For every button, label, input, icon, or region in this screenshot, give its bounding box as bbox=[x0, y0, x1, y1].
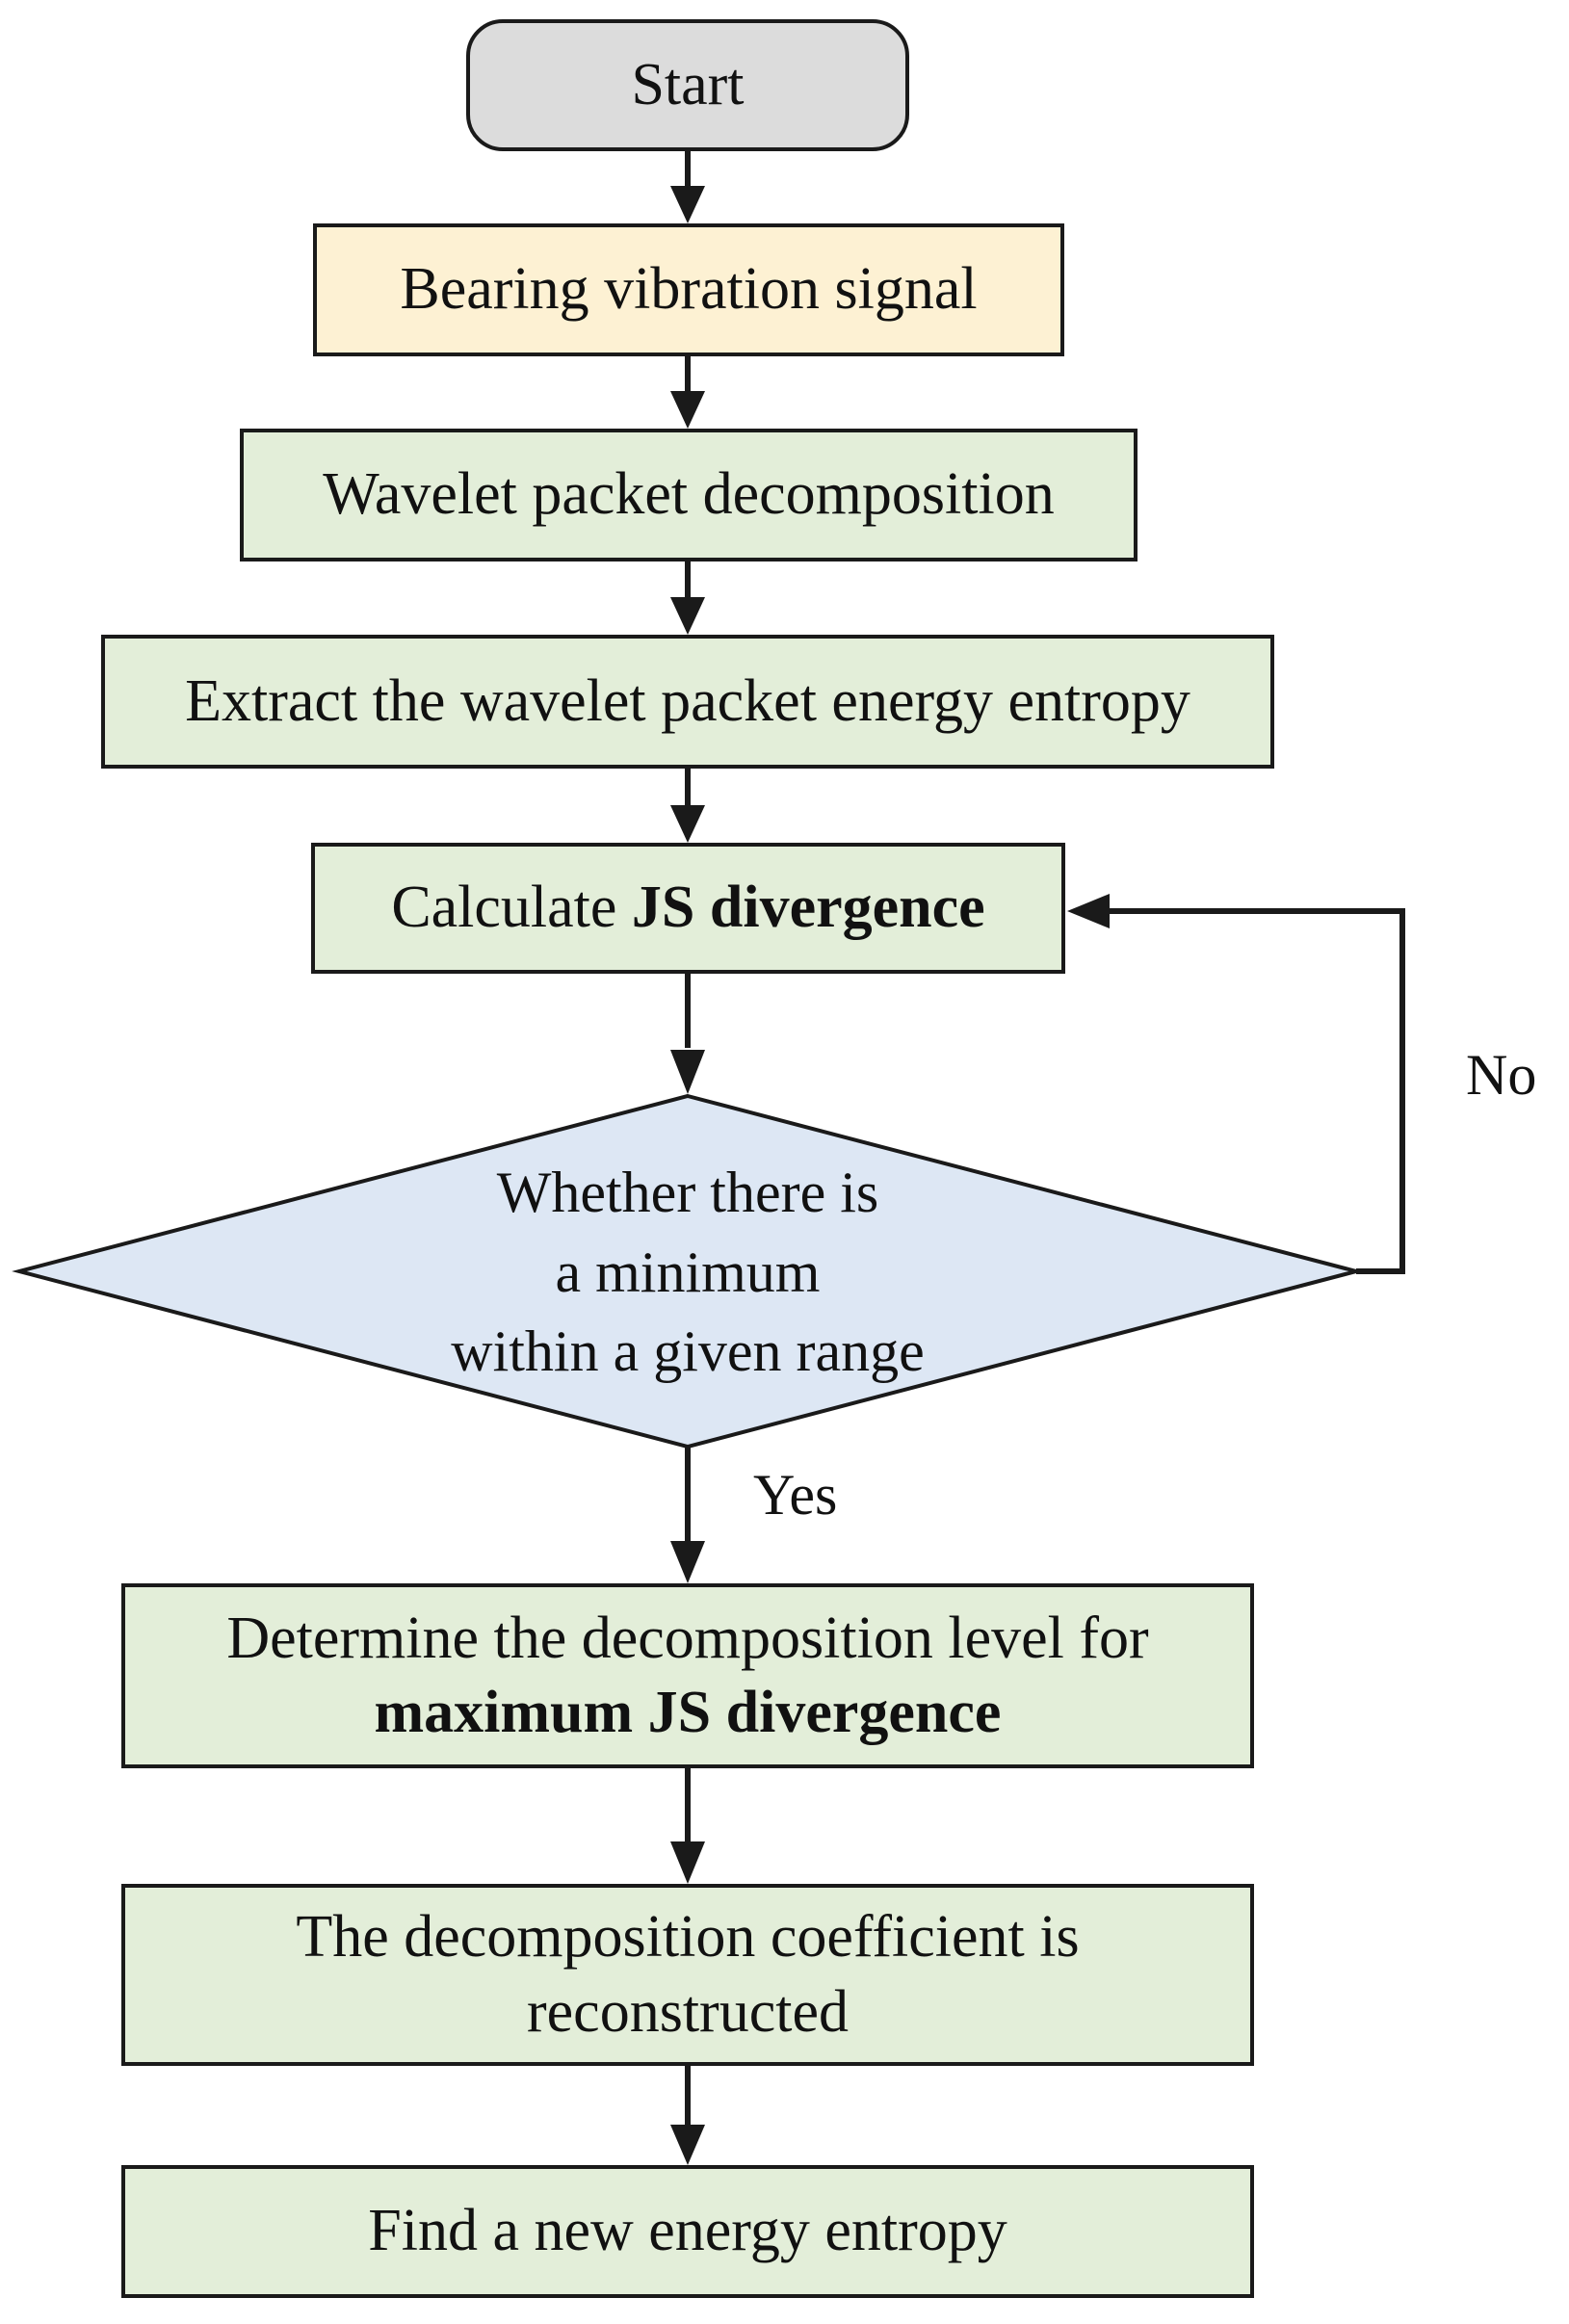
calc-label: Calculate JS divergence bbox=[391, 871, 984, 946]
start-node: Start bbox=[466, 19, 909, 151]
yes-label: Yes bbox=[753, 1463, 838, 1527]
calc-node: Calculate JS divergence bbox=[311, 843, 1065, 974]
calc-label-prefix: Calculate bbox=[391, 875, 632, 941]
calc-label-bold: JS divergence bbox=[631, 875, 985, 941]
find-label: Find a new energy entropy bbox=[368, 2198, 1007, 2264]
arrowhead-decision bbox=[670, 1050, 705, 1094]
decision-line-1: Whether there is bbox=[496, 1160, 879, 1224]
extract-label: Extract the wavelet packet energy entrop… bbox=[185, 667, 1190, 734]
reconstruct-line-2: reconstructed bbox=[527, 1978, 849, 2045]
find-node: Find a new energy entropy bbox=[121, 2165, 1254, 2298]
determine-node: Determine the decomposition level for ma… bbox=[121, 1583, 1254, 1768]
wpd-label: Wavelet packet decomposition bbox=[323, 461, 1055, 528]
arrowhead-extract bbox=[670, 597, 705, 635]
decision-line-3: within a given range bbox=[451, 1319, 925, 1384]
arrowhead-reconstruct bbox=[670, 1841, 705, 1884]
decision-line-2: a minimum bbox=[555, 1240, 821, 1304]
extract-node: Extract the wavelet packet energy entrop… bbox=[101, 635, 1274, 769]
no-label: No bbox=[1466, 1043, 1537, 1107]
arrowhead-determine bbox=[670, 1541, 705, 1583]
arrowhead-wpd bbox=[670, 391, 705, 429]
arrowhead-find bbox=[670, 2125, 705, 2165]
arrowhead-no-loop bbox=[1067, 894, 1110, 928]
reconstruct-line-1: The decomposition coefficient is bbox=[296, 1904, 1080, 1970]
wpd-node: Wavelet packet decomposition bbox=[240, 429, 1138, 561]
signal-node: Bearing vibration signal bbox=[313, 223, 1064, 356]
signal-label: Bearing vibration signal bbox=[400, 256, 978, 323]
arrowhead-calc bbox=[670, 805, 705, 843]
determine-line-1: Determine the decomposition level for bbox=[226, 1605, 1149, 1671]
decision-node: Whether there is a minimum within a give… bbox=[302, 1146, 1073, 1398]
arrowhead-signal bbox=[670, 186, 705, 223]
reconstruct-node: The decomposition coefficient is reconst… bbox=[121, 1884, 1254, 2066]
determine-line-bold: maximum JS divergence bbox=[374, 1680, 1002, 1745]
edge-no-loop bbox=[1108, 908, 1405, 1274]
start-label: Start bbox=[631, 51, 745, 118]
